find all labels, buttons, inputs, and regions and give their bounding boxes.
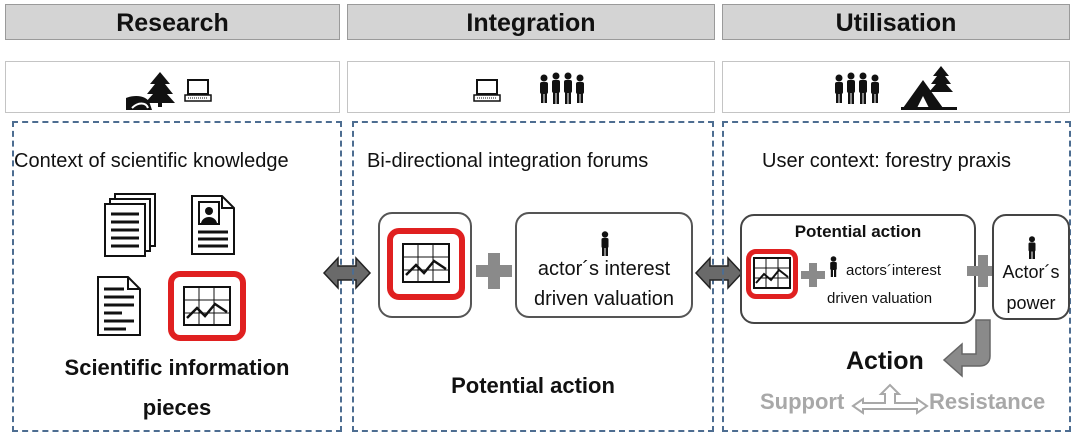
- icon-row-research: [5, 61, 340, 113]
- utilisation-interest-line1: actors´interest: [846, 262, 942, 279]
- line-chart-icon: [753, 257, 791, 289]
- forest-hut-icon: [901, 66, 957, 110]
- double-arrow-icon: [322, 256, 372, 290]
- interest-valuation-box: [515, 212, 693, 318]
- curved-down-left-arrow-icon: [942, 319, 991, 378]
- people-group-icon: [540, 72, 584, 104]
- research-footer-line1: Scientific information: [64, 355, 290, 380]
- panel-utilisation: [722, 121, 1071, 432]
- tree-and-path-icon: [126, 72, 175, 110]
- icon-row-utilisation: [722, 61, 1070, 113]
- integration-interest-line2: driven valuation: [533, 288, 675, 310]
- branching-arrow-icon: [851, 383, 929, 415]
- header-utilisation: Utilisation: [722, 4, 1070, 40]
- person-icon: [601, 231, 609, 256]
- laptop-icon: [473, 79, 501, 102]
- plus-icon: [801, 263, 825, 287]
- portrait-document-icon: [191, 195, 235, 255]
- utilisation-box-title: Potential action: [794, 222, 922, 241]
- utilisation-power-line2: power: [1006, 293, 1056, 313]
- people-group-icon: [835, 72, 879, 104]
- plus-icon: [967, 255, 999, 287]
- line-chart-icon: [402, 243, 450, 283]
- utilisation-power-line1: Actor´s: [1002, 262, 1060, 282]
- panel-integration-title: Bi-directional integration forums: [367, 150, 649, 172]
- person-icon: [830, 256, 837, 277]
- person-icon: [1028, 236, 1036, 259]
- panel-utilisation-title: User context: forestry praxis: [762, 150, 1011, 172]
- plus-icon: [476, 253, 512, 289]
- actor-power-box: [992, 214, 1070, 320]
- research-footer-line2: pieces: [142, 395, 212, 420]
- utilisation-resistance: Resistance: [929, 389, 1046, 414]
- header-research: Research: [5, 4, 340, 40]
- utilisation-support: Support: [760, 389, 845, 414]
- utilisation-interest-line2: driven valuation: [827, 290, 933, 307]
- header-integration: Integration: [347, 4, 715, 40]
- icon-row-integration: [347, 61, 715, 113]
- laptop-icon: [184, 79, 212, 102]
- integration-footer: Potential action: [451, 373, 615, 398]
- integration-interest-line1: actor´s interest: [537, 258, 671, 280]
- line-chart-icon: [183, 286, 231, 326]
- text-document-icon: [97, 276, 141, 336]
- panel-research-title: Context of scientific knowledge: [14, 150, 289, 172]
- document-stack-icon: [104, 193, 156, 257]
- utilisation-action: Action: [846, 347, 924, 375]
